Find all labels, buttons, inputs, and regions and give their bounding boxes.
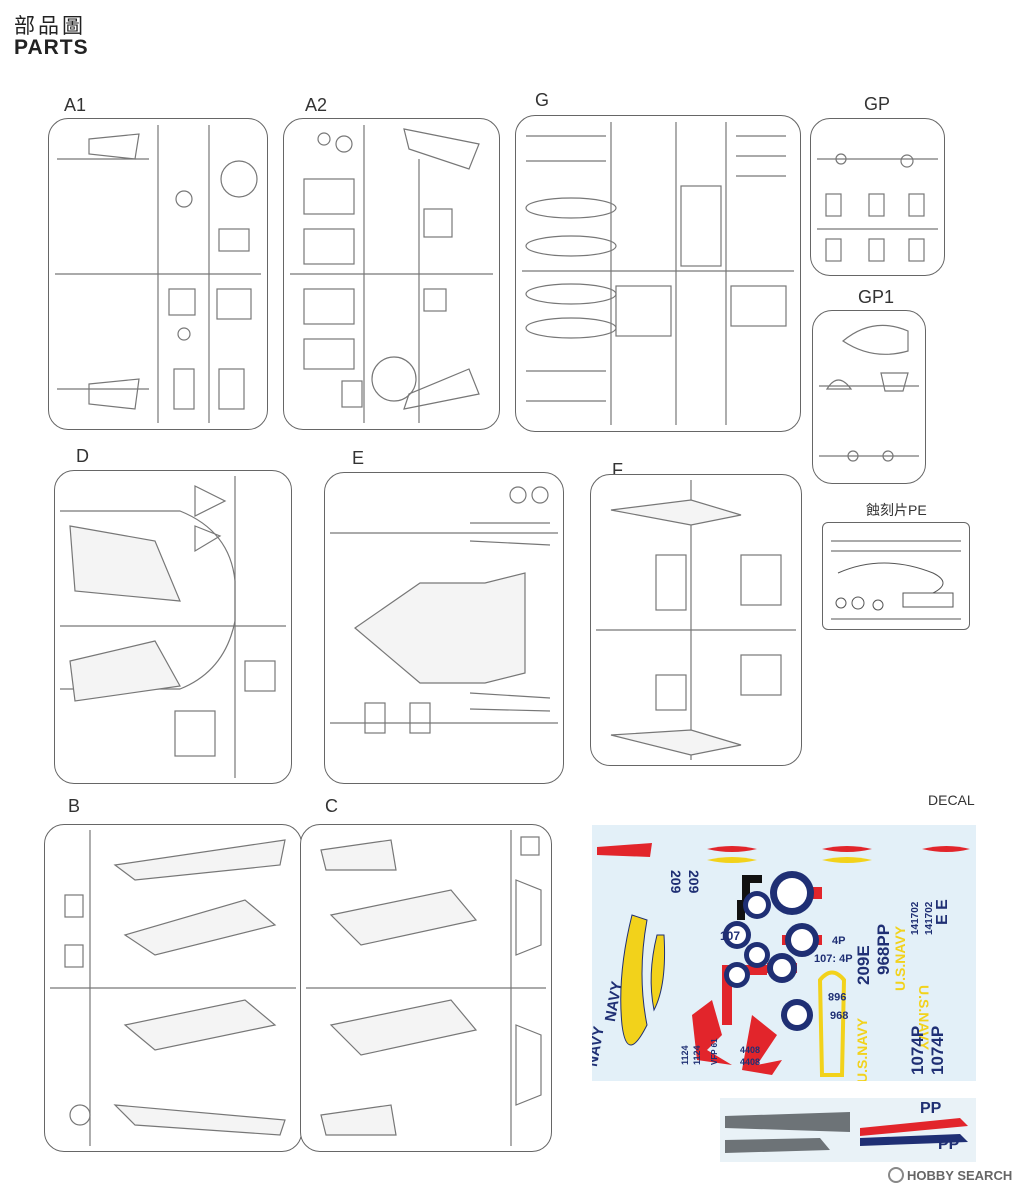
decal-968-a: 968 [828,990,847,1002]
decal-4408-a: 4408 [740,1045,761,1055]
decal-4408-b: 4408 [740,1057,761,1067]
pe-fret [822,522,970,630]
sprue-g-parts [522,122,794,425]
decal-vfp: VFP 61 [710,1038,719,1065]
sprue-d-parts [60,476,286,778]
sprue-e [324,472,564,784]
decal-ee: E E [934,899,951,925]
page-title-cn: 部品圖 [14,14,86,38]
decal-4p: 4P [832,935,846,947]
decal-968-b: 968 [830,1010,849,1022]
decal-sheet: NAVY NAVY 209 209 107 107: 4P 4P 968 968… [592,825,976,1081]
decal-strip-graphics [725,1112,968,1153]
decal-red-stripe [597,843,652,857]
sprue-e-parts [330,486,558,734]
decal-968pp: 968PP [874,923,893,975]
sprue-label-gp1: GP1 [858,287,895,307]
decal-1124-b: 1124 [692,1045,702,1065]
watermark: HOBBY SEARCH [888,1167,1012,1183]
sprue-f-parts [596,480,796,760]
decal-label: DECAL [928,792,975,808]
decal-1124-a: 1124 [680,1045,690,1065]
sprue-label-pe: 蝕刻片PE [866,502,927,518]
decal-1074p-a: 1074P [908,1025,927,1075]
decal-usnavy-2: U.S.NAVY [892,925,908,991]
decal-209e: 209E [854,945,873,985]
decal-1074p-b: 1074P [928,1025,947,1075]
decal-insignias [723,871,822,1031]
hobby-search-logo-icon [888,1167,904,1183]
page-title-en: PARTS [14,36,89,59]
decal-sheet-small: PP PP [720,1098,976,1162]
decal-pp-2: PP [938,1136,960,1153]
sprue-gp1 [812,310,926,484]
sprue-a1-parts [55,125,261,423]
watermark-text: HOBBY SEARCH [907,1167,1013,1183]
sprue-label-b: B [68,796,81,816]
pe-fret-parts [831,540,961,620]
sprue-label-a1: A1 [64,95,87,115]
decal-pp-1: PP [920,1100,942,1117]
sprue-c [300,824,552,1152]
sprue-label-f: F [612,460,623,480]
decal-107-a: 107 [720,929,741,943]
sprue-f [590,474,802,766]
sprue-label-a2: A2 [305,95,328,115]
sprue-a1 [48,118,268,430]
decal-usnavy-1: U.S.NAVY [854,1017,870,1081]
insignia-star-icon [770,871,822,915]
sprue-label-d: D [76,446,89,466]
decal-141702-a: 141702 [910,901,921,935]
sprue-gp1-parts [819,324,919,462]
sprue-a2 [283,118,500,430]
sprue-label-gp: GP [864,94,891,114]
decal-107-b: 107: 4P [814,953,853,965]
decal-graphics [597,843,970,1077]
sprue-b-parts [50,830,296,1146]
decal-209-b: 209 [686,870,702,894]
sprue-d [54,470,292,784]
sprue-g [515,115,801,432]
sprue-c-parts [306,830,546,1146]
sprue-b [44,824,302,1152]
sprue-gp-parts [817,153,938,262]
decal-209-a: 209 [668,870,684,894]
decal-yellow-stripe [707,857,757,863]
sprue-label-c: C [325,796,338,816]
sprue-gp [810,118,945,276]
sprue-label-e: E [352,448,365,468]
sprue-a2-parts [290,125,493,423]
sprue-label-g: G [535,90,550,110]
